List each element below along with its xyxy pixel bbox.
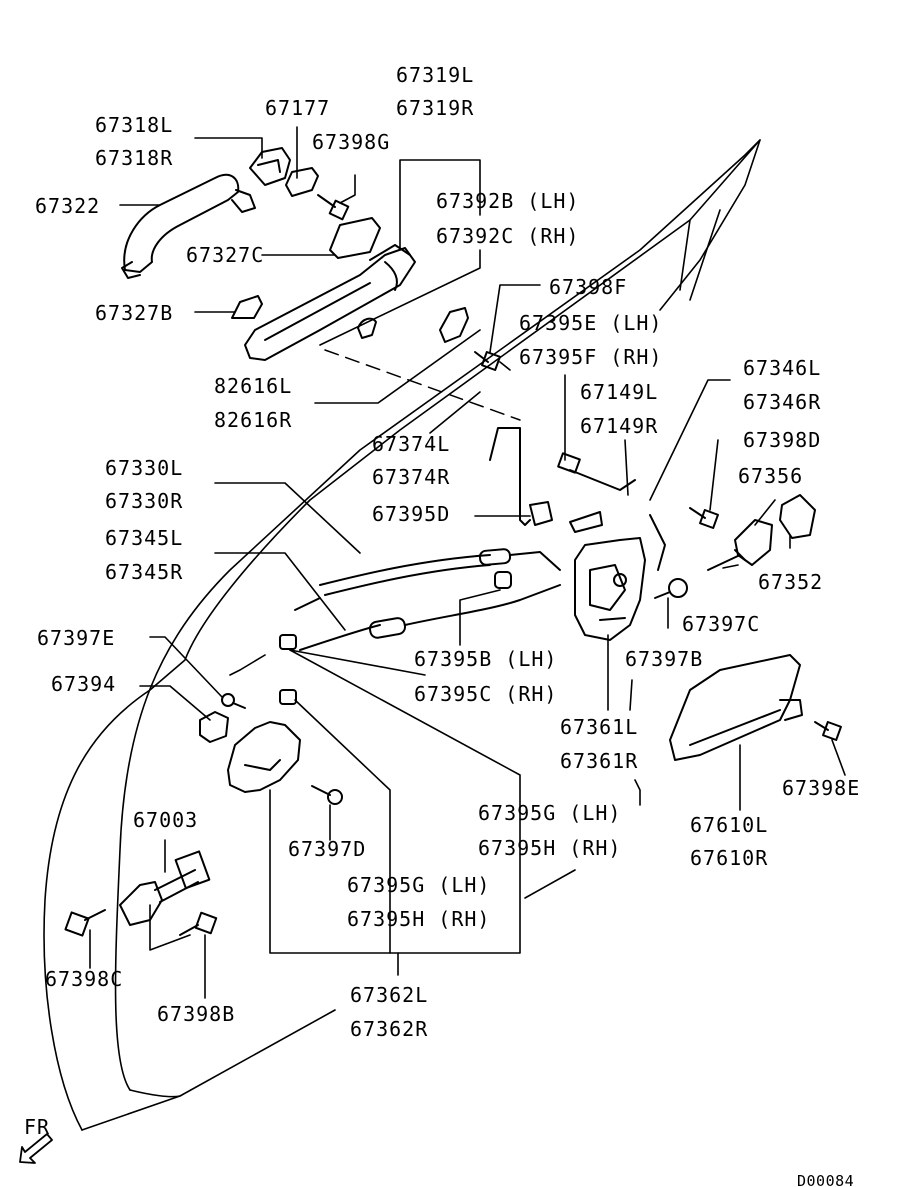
striker-67356 [734, 519, 773, 566]
outer-handle [121, 173, 256, 279]
label-67361L: 67361L [560, 715, 639, 739]
label-67392C: 67392C (RH) [436, 224, 580, 248]
label-67149L: 67149L [580, 380, 659, 404]
clip-67395F [557, 452, 581, 474]
clip-67395B [494, 571, 512, 589]
label-67352: 67352 [758, 570, 824, 594]
label-67392B: 67392B (LH) [436, 189, 580, 213]
label-67374L: 67374L [372, 432, 451, 456]
bracket-82616 [439, 307, 469, 343]
label-67330R: 67330R [105, 489, 184, 513]
clip-82616 [357, 317, 377, 339]
label-82616R: 82616R [214, 408, 293, 432]
label-67345R: 67345R [105, 560, 184, 584]
bolt-67398C [64, 909, 106, 937]
rod-67374 [489, 427, 531, 526]
label-67327C: 67327C [186, 243, 265, 267]
label-fr: FR [24, 1115, 51, 1139]
gasket-67327B [231, 295, 263, 319]
diagram-code: D00084 [797, 1172, 855, 1187]
label-67319L: 67319L [396, 63, 475, 87]
label-67346L: 67346L [743, 356, 822, 380]
label-82616L: 82616L [214, 374, 293, 398]
label-67395E: 67395E (LH) [519, 311, 663, 335]
label-67362R: 67362R [350, 1017, 429, 1041]
label-67330L: 67330L [105, 456, 184, 480]
rod-67149 [569, 469, 636, 491]
door-latch [574, 537, 646, 641]
bolt-67398D [689, 507, 719, 529]
label-67395H-b: 67395H (RH) [347, 907, 491, 931]
label-67149R: 67149R [580, 414, 659, 438]
label-67395C: 67395C (RH) [414, 682, 558, 706]
label-67395F: 67395F (RH) [519, 345, 663, 369]
label-67177: 67177 [265, 96, 331, 120]
label-67345L: 67345L [105, 526, 184, 550]
label-67394: 67394 [51, 672, 117, 696]
label-67362L: 67362L [350, 983, 429, 1007]
bolt-67398G [317, 194, 350, 221]
label-67397D: 67397D [288, 837, 367, 861]
label-67318L: 67318L [95, 113, 174, 137]
screw-67397D [311, 785, 343, 805]
label-67322: 67322 [35, 194, 101, 218]
screw-67397B [654, 578, 688, 599]
handle-cap [249, 147, 291, 186]
label-67398D: 67398D [743, 428, 822, 452]
label-67327B: 67327B [95, 301, 174, 325]
label-67395G-a: 67395G (LH) [478, 801, 622, 825]
fr-arrow [19, 1133, 53, 1164]
label-67361R: 67361R [560, 749, 639, 773]
bolt-67398F [474, 351, 501, 371]
gasket-67327C [329, 217, 381, 259]
label-67398G: 67398G [312, 130, 391, 154]
bolt-67398E [814, 721, 842, 741]
label-67395H-a: 67395H (RH) [478, 836, 622, 860]
clip-part [285, 167, 319, 197]
label-67397C: 67397C [682, 612, 761, 636]
label-67356: 67356 [738, 464, 804, 488]
cables [294, 548, 561, 651]
door-outline [43, 139, 761, 1131]
leader-lines [89, 126, 846, 999]
bolt-67398B [179, 911, 218, 936]
label-67395B: 67395B (LH) [414, 647, 558, 671]
label-67318R: 67318R [95, 146, 174, 170]
latch-cover [669, 654, 803, 761]
label-67610L: 67610L [690, 813, 769, 837]
label-67398C: 67398C [45, 967, 124, 991]
label-67398B: 67398B [157, 1002, 236, 1026]
inner-handle [227, 634, 301, 793]
label-67610R: 67610R [690, 846, 769, 870]
label-67398F: 67398F [549, 275, 628, 299]
shim-67352 [779, 494, 816, 539]
label-67395D: 67395D [372, 502, 451, 526]
label-67397E: 67397E [37, 626, 116, 650]
link-line [324, 349, 521, 421]
label-67346R: 67346R [743, 390, 822, 414]
rod-piece [569, 511, 603, 533]
rod-67346 [649, 514, 666, 571]
label-67397B: 67397B [625, 647, 704, 671]
handle-frame [244, 244, 416, 361]
label-67003: 67003 [133, 808, 199, 832]
door-check [119, 850, 211, 926]
screw-67397E [221, 693, 246, 709]
label-67395G-b: 67395G (LH) [347, 873, 491, 897]
bracket-67394 [199, 711, 229, 743]
label-67319R: 67319R [396, 96, 475, 120]
label-67398E: 67398E [782, 776, 861, 800]
label-67374R: 67374R [372, 465, 451, 489]
clip-67395D [529, 501, 553, 526]
